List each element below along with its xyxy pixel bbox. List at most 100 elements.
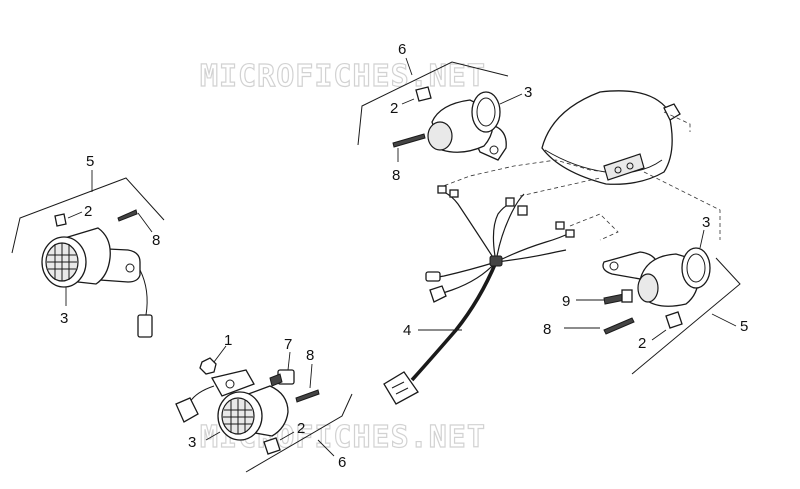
harness-junction bbox=[489, 255, 503, 267]
terminal-8 bbox=[429, 285, 447, 303]
callout-left-screw: 8 bbox=[152, 232, 160, 249]
front-nut bbox=[199, 357, 217, 375]
harness-branch-mid bbox=[492, 203, 511, 263]
wiring-harness: 4 bbox=[383, 185, 575, 405]
left-cable bbox=[139, 269, 148, 316]
front-screw bbox=[295, 389, 320, 403]
terminal-7 bbox=[425, 271, 441, 282]
callout-left-bulb: 2 bbox=[84, 203, 92, 220]
callout-rear-screw: 8 bbox=[392, 167, 400, 184]
tail-plug-hole-1 bbox=[614, 166, 622, 174]
callout-right-bolt: 9 bbox=[562, 293, 570, 310]
callout-right-bulb: 2 bbox=[638, 335, 646, 352]
right-lens-inner bbox=[686, 253, 706, 283]
harness-branch-right-2 bbox=[495, 249, 567, 263]
right-group-leader bbox=[711, 313, 737, 327]
harness-main-trunk bbox=[410, 261, 498, 382]
plug-line-1 bbox=[391, 381, 405, 389]
front-cable bbox=[189, 385, 215, 403]
left-lens-grid bbox=[47, 243, 77, 281]
callout-left-lens: 3 bbox=[60, 310, 68, 327]
front-bolt bbox=[269, 373, 283, 387]
right-screw bbox=[603, 317, 635, 335]
guide-harness-to-tail bbox=[519, 177, 601, 197]
left-indicator-assembly: 5 2 8 3 bbox=[11, 153, 165, 338]
left-group-bracket bbox=[11, 177, 165, 254]
guide-rear-to-harness bbox=[437, 159, 607, 189]
terminal-6 bbox=[565, 229, 575, 238]
tail-light-housing bbox=[541, 90, 691, 185]
callout-rear-bulb: 2 bbox=[390, 100, 398, 117]
right-bolt-head bbox=[621, 289, 633, 303]
front-bulb-leader bbox=[279, 431, 295, 441]
left-bulb-leader bbox=[67, 211, 83, 219]
right-lens-leader bbox=[699, 229, 705, 249]
left-bulb bbox=[54, 213, 67, 227]
tail-tab-dash bbox=[663, 111, 691, 132]
harness-main-plug bbox=[383, 371, 419, 405]
left-screw-leader bbox=[137, 212, 153, 233]
terminal-4 bbox=[517, 205, 528, 216]
right-bulb-leader bbox=[651, 329, 667, 341]
right-arm-hole bbox=[609, 261, 619, 271]
front-bracket-hole bbox=[225, 379, 235, 389]
rear-lens-inner bbox=[476, 97, 496, 127]
callout-rear-group: 6 bbox=[398, 41, 406, 58]
front-connector bbox=[175, 397, 199, 423]
guide-harness-to-right bbox=[569, 213, 619, 241]
front-mount-bracket bbox=[211, 369, 255, 397]
rear-group-bracket bbox=[357, 61, 509, 146]
rear-bulb bbox=[415, 86, 432, 102]
front-bolt-leader bbox=[287, 351, 291, 371]
front-nut-leader bbox=[213, 345, 227, 363]
right-bulb bbox=[665, 311, 683, 329]
callout-front-bolt: 7 bbox=[284, 336, 292, 353]
rear-arm-hole bbox=[489, 145, 499, 155]
front-group-leader bbox=[317, 439, 335, 457]
right-indicator-assembly: 3 9 8 2 5 bbox=[543, 214, 748, 375]
left-arm-hole bbox=[125, 263, 135, 273]
rear-bulb-leader bbox=[401, 98, 415, 105]
right-group-bracket bbox=[631, 257, 741, 375]
right-lens-ring bbox=[681, 247, 711, 289]
plug-line-2 bbox=[395, 387, 409, 395]
guide-tail-to-right bbox=[643, 171, 721, 240]
connection-guides bbox=[437, 159, 721, 241]
rear-screw bbox=[392, 133, 426, 148]
rear-indicator-assembly: 6 2 3 8 bbox=[357, 41, 532, 184]
harness-branch-lower bbox=[431, 261, 497, 279]
front-lens-grid bbox=[223, 399, 253, 434]
front-screw-leader bbox=[309, 363, 313, 389]
callout-harness: 4 bbox=[403, 322, 411, 339]
front-bulb bbox=[263, 437, 281, 455]
callout-front-group: 6 bbox=[338, 454, 346, 471]
watermark-top: MICROFICHES.NET bbox=[200, 59, 486, 94]
callout-front-nut: 1 bbox=[224, 332, 232, 349]
callout-right-group: 5 bbox=[740, 318, 748, 335]
terminal-5 bbox=[555, 221, 565, 230]
terminal-1 bbox=[437, 185, 447, 194]
rear-lens-leader bbox=[499, 93, 523, 105]
left-screw bbox=[117, 209, 138, 222]
callout-right-lens: 3 bbox=[702, 214, 710, 231]
harness-branch-left bbox=[443, 191, 497, 263]
right-housing-face bbox=[637, 273, 659, 303]
tail-light-plug bbox=[603, 153, 645, 181]
front-group-bracket bbox=[245, 393, 353, 473]
harness-branch-up bbox=[495, 193, 525, 263]
callout-front-bulb: 2 bbox=[297, 420, 305, 437]
terminal-2 bbox=[449, 189, 459, 198]
callout-front-lens: 3 bbox=[188, 434, 196, 451]
harness-branch-right bbox=[495, 231, 573, 263]
callout-right-screw: 8 bbox=[543, 321, 551, 338]
tail-plug-hole-2 bbox=[626, 162, 634, 170]
left-connector bbox=[137, 314, 153, 338]
rear-group-leader bbox=[405, 57, 413, 76]
front-indicator-assembly: 1 7 8 3 2 6 bbox=[175, 332, 353, 473]
rear-housing-face bbox=[427, 121, 453, 151]
callout-front-screw: 8 bbox=[306, 347, 314, 364]
terminal-3 bbox=[505, 197, 515, 207]
rear-lens-ring bbox=[471, 91, 501, 133]
tail-light-tab bbox=[663, 103, 681, 121]
